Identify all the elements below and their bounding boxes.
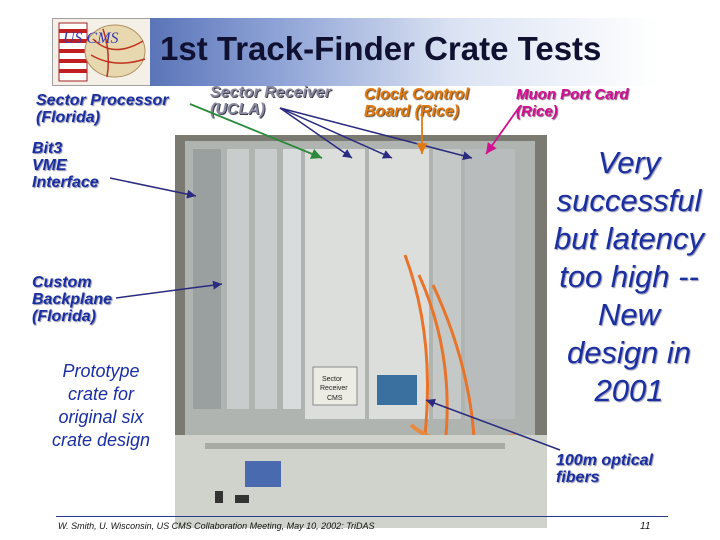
label-bit3-vme: Bit3 VME Interface: [32, 140, 99, 191]
arrow-backplane: [115, 280, 223, 299]
slide-title: 1st Track-Finder Crate Tests: [160, 30, 602, 67]
conclusion-line: successful: [556, 183, 702, 218]
conclusion-line: but latency: [554, 221, 704, 256]
arrow-sector-receiver-3: [279, 107, 473, 161]
label-line: original six: [58, 407, 144, 427]
label-line: Board (Rice): [364, 103, 460, 120]
footer-divider: [56, 516, 668, 517]
label-sector-processor: Sector Processor (Florida): [36, 92, 169, 126]
arrow-fibers: [425, 398, 561, 451]
label-line: (UCLA): [210, 101, 266, 118]
conclusion-line: Very: [597, 145, 661, 180]
photo-card-text: CMS: [327, 395, 343, 402]
label-optical-fibers: 100m optical fibers: [556, 452, 653, 486]
label-line: Sector Processor: [36, 92, 169, 109]
label-clock-control: Clock Control Board (Rice): [364, 86, 469, 120]
crate-photo: Sector Receiver CMS: [175, 135, 547, 528]
label-line: Backplane: [32, 291, 113, 308]
photo-card-text: Sector: [322, 376, 343, 383]
label-prototype-crate: Prototype crate for original six crate d…: [26, 360, 176, 452]
label-line: (Florida): [32, 308, 96, 325]
label-line: (Rice): [516, 103, 558, 120]
label-line: crate for: [67, 384, 135, 404]
arrow-bit3: [109, 177, 197, 199]
label-line: VME: [32, 157, 67, 174]
label-line: Bit3: [32, 140, 63, 157]
photo-card-text: Receiver: [320, 385, 348, 392]
arrow-sector-receiver-2: [279, 107, 393, 159]
conclusion-line: 2001: [594, 373, 664, 408]
label-muon-port-card: Muon Port Card (Rice): [516, 86, 629, 120]
label-line: (Florida): [36, 109, 100, 126]
title-band: [150, 18, 658, 86]
arrow-muon-port-card: [485, 105, 521, 155]
logo-lettering: US CMS: [63, 30, 119, 47]
conclusion-text: Very successful but latency too high -- …: [548, 144, 710, 410]
label-line: Prototype: [62, 361, 140, 381]
arrow-sector-processor: [189, 103, 323, 159]
label-line: Sector Receiver: [210, 84, 331, 101]
label-line: 100m optical: [556, 452, 653, 469]
conclusion-line: too high --: [559, 259, 699, 294]
label-line: Custom: [32, 274, 92, 291]
label-custom-backplane: Custom Backplane (Florida): [32, 274, 112, 325]
label-line: crate design: [51, 430, 151, 450]
us-cms-logo: US CMS: [52, 18, 152, 86]
label-line: Clock Control: [364, 86, 469, 103]
conclusion-line: design in: [566, 335, 692, 370]
conclusion-line: New: [597, 297, 660, 332]
label-line: Muon Port Card: [516, 86, 629, 103]
label-line: fibers: [556, 469, 600, 486]
label-sector-receiver: Sector Receiver (UCLA): [210, 84, 331, 118]
page-number: 11: [640, 521, 651, 532]
label-line: Interface: [32, 174, 99, 191]
arrow-sector-receiver-1: [279, 107, 353, 159]
footer-text: W. Smith, U. Wisconsin, US CMS Collabora…: [58, 521, 375, 531]
